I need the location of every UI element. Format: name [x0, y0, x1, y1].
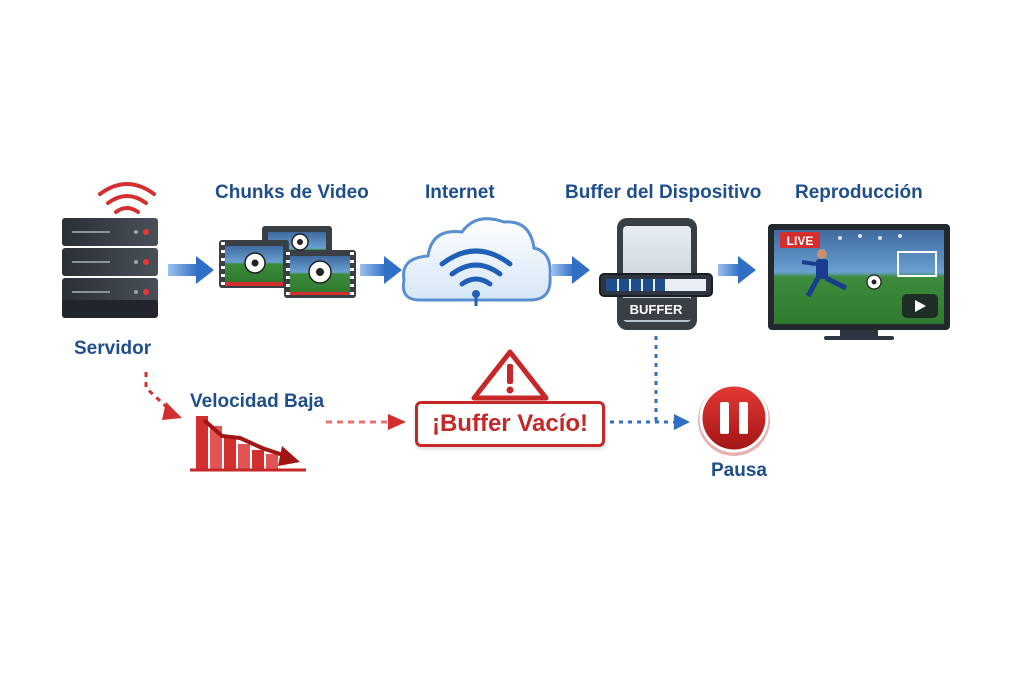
arrow-internet-to-buffer [552, 256, 590, 284]
bar-chart-down-icon [190, 416, 306, 472]
live-badge: LIVE [787, 234, 814, 248]
label-reproduccion: Reproducción [795, 182, 923, 203]
arrow-velocidad-to-buffer-vacio [326, 414, 406, 430]
arrow-head-pausa [674, 414, 690, 430]
arrow-buffer-to-tv [718, 256, 756, 284]
buffer-text: BUFFER [630, 302, 683, 317]
server-icon [62, 218, 158, 318]
buffer-bar: BUFFER [599, 273, 713, 320]
pause-icon [698, 383, 770, 456]
soccer-ball-icon [244, 233, 332, 284]
label-chunks: Chunks de Video [215, 182, 369, 203]
film-strip-icon [219, 226, 356, 298]
label-servidor: Servidor [74, 338, 152, 359]
wifi-icon [98, 182, 156, 214]
tv-icon: LIVE [768, 224, 950, 340]
label-internet: Internet [425, 182, 495, 203]
warning-icon [471, 349, 549, 401]
buffer-empty-box: ¡Buffer Vacío! [415, 401, 605, 447]
arrow-server-to-chunks [168, 256, 214, 284]
cloud-wifi-icon [439, 248, 513, 287]
cloud-icon [401, 217, 552, 306]
label-velocidad-baja: Velocidad Baja [190, 391, 325, 412]
phone-icon [617, 218, 697, 330]
arrow-buffer-to-pausa [610, 336, 676, 424]
arrow-head-velocidad [162, 402, 182, 420]
label-pausa: Pausa [711, 460, 767, 481]
arrow-chunks-to-internet [360, 256, 402, 284]
label-buffer-device: Buffer del Dispositivo [565, 182, 762, 203]
arrow-server-to-velocidad [144, 372, 172, 412]
play-icon [902, 294, 938, 318]
